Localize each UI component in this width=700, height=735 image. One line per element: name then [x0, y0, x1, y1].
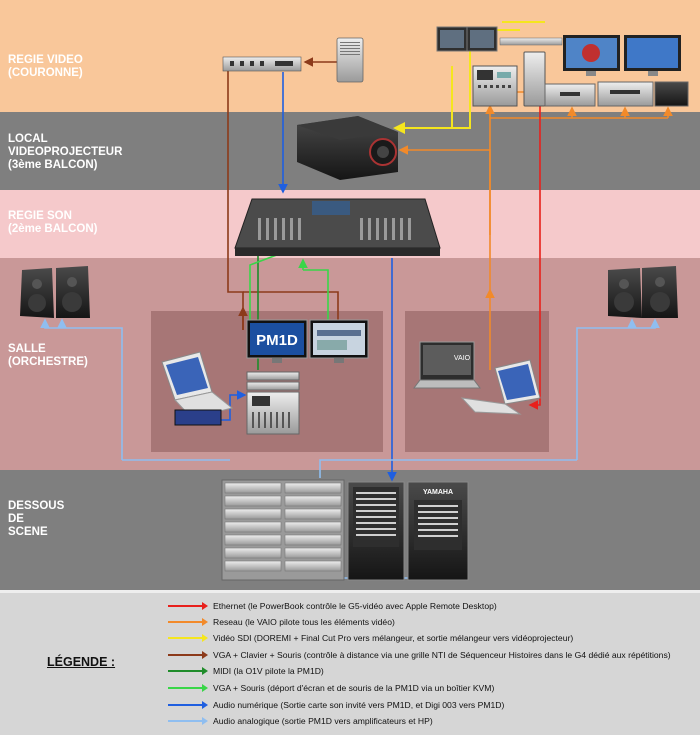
- legend-text: MIDI (la O1V pilote la PM1D): [213, 666, 324, 676]
- legend-swatch: [168, 684, 208, 692]
- vaio-laptop: VAIO: [413, 341, 481, 389]
- yamaha-io-rack: YAMAHA: [407, 481, 469, 581]
- legend-row-vga-souris: VGA + Souris (déport d'écran et de souri…: [168, 681, 494, 695]
- legend-text: Reseau (le VAIO pilote tous les éléments…: [213, 617, 395, 627]
- legend-swatch: [168, 667, 208, 675]
- legend-text: VGA + Clavier + Souris (contrôle à dista…: [213, 650, 671, 660]
- legend-title: LÉGENDE :: [47, 655, 116, 669]
- g5-tower-computer: [336, 37, 364, 83]
- legend-text: Vidéo SDI (DOREMI + Final Cut Pro vers m…: [213, 633, 574, 643]
- video-decks: [544, 81, 689, 107]
- legend-row-audio-analogique: Audio analogique (sortie PM1D vers ampli…: [168, 714, 433, 728]
- zone-label-dessous-de-scene: DESSOUS DE SCENE: [8, 500, 65, 538]
- legend-panel: LÉGENDE : Ethernet (le PowerBook contrôl…: [0, 593, 700, 735]
- band-separator: [0, 590, 700, 593]
- legend-row-reseau: Reseau (le VAIO pilote tous les éléments…: [168, 615, 395, 629]
- video-patch-rack: [499, 37, 563, 46]
- pm1d-kvm-display: [309, 319, 369, 363]
- amplifier-rack: [221, 479, 345, 581]
- legend-row-midi: MIDI (la O1V pilote la PM1D): [168, 664, 324, 678]
- speaker-right-pair: [608, 266, 678, 318]
- legend-row-vga-clavier-souris: VGA + Clavier + Souris (contrôle à dista…: [168, 648, 671, 662]
- zone-label-regie-son: REGIE SON (2ème BALCON): [8, 210, 98, 235]
- yamaha-label: YAMAHA: [423, 489, 453, 496]
- legend-text: Audio analogique (sortie PM1D vers ampli…: [213, 716, 433, 726]
- legend-row-video-sdi: Vidéo SDI (DOREMI + Final Cut Pro vers m…: [168, 631, 573, 645]
- legend-swatch: [168, 717, 208, 725]
- legend-swatch: [168, 618, 208, 626]
- preview-monitors: [436, 26, 498, 52]
- powerbook-laptop: [460, 359, 541, 415]
- pm1d-remote-display: PM1D: [246, 319, 308, 363]
- pm1d-screen-label: PM1D: [256, 332, 298, 349]
- legend-row-ethernet: Ethernet (le PowerBook contrôle le G5-vi…: [168, 599, 497, 613]
- vaio-screen-label: VAIO: [454, 355, 471, 362]
- zone-label-regie-video: REGIE VIDEO (COURONNE): [8, 54, 83, 79]
- legend-text: Ethernet (le PowerBook contrôle le G5-vi…: [213, 601, 497, 611]
- legend-swatch: [168, 701, 208, 709]
- video-tower-computer: [523, 51, 546, 107]
- pm1d-dsp-engine: [347, 481, 405, 581]
- o1v-digital-console: [246, 371, 300, 435]
- legend-text: VGA + Souris (déport d'écran et de souri…: [213, 683, 495, 693]
- pm1d-mixing-console: [234, 198, 441, 256]
- video-mixer: [472, 65, 518, 107]
- digi-003-interface: [174, 409, 222, 426]
- video-router-rack: [222, 56, 302, 72]
- legend-swatch: [168, 651, 208, 659]
- video-projector: [297, 116, 398, 180]
- legend-text: Audio numérique (Sortie carte son invité…: [213, 700, 505, 710]
- zone-label-salle: SALLE (ORCHESTRE): [8, 343, 88, 368]
- dual-display-monitors: [563, 35, 681, 76]
- zone-label-local-videoprojecteur: LOCAL VIDEOPROJECTEUR (3ème BALCON): [8, 133, 123, 171]
- legend-swatch: [168, 602, 208, 610]
- diagram-drawing: PM1D VAIO: [20, 21, 689, 581]
- legend-row-audio-numerique: Audio numérique (Sortie carte son invité…: [168, 698, 504, 712]
- speaker-left-pair: [20, 266, 90, 318]
- legend-swatch: [168, 634, 208, 642]
